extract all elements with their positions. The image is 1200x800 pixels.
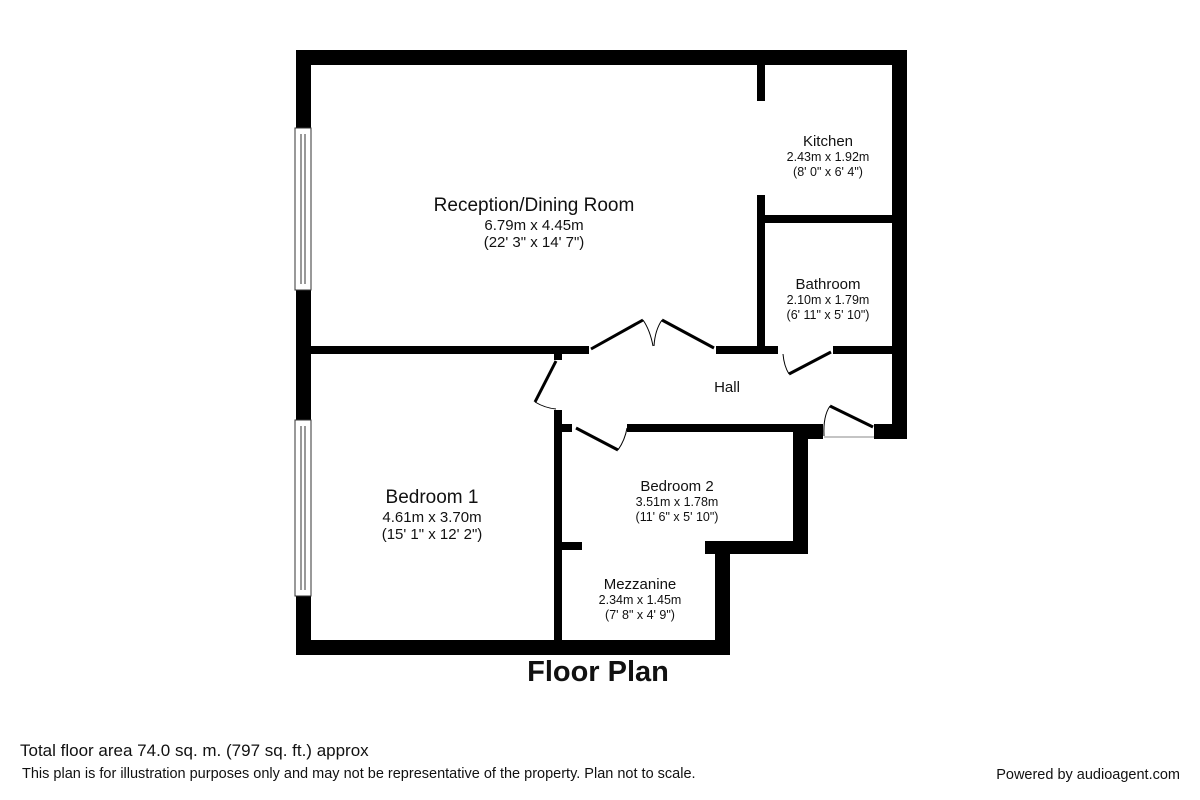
room-imperial: (22' 3" x 14' 7") — [483, 234, 585, 252]
room-imperial: (15' 1" x 12' 2") — [381, 526, 483, 544]
door-reception-right — [661, 318, 715, 350]
room-name: Hall — [714, 379, 740, 396]
wall-bedroom2-right — [793, 430, 808, 554]
wall-mezzanine-stub-left — [562, 542, 582, 550]
room-label-mezzanine: Mezzanine 2.34m x 1.45m (7' 8" x 4' 9") — [599, 576, 682, 622]
room-metric: 2.43m x 1.92m — [786, 150, 870, 165]
window-bedroom1 — [294, 419, 312, 597]
wall-bathroom-hall — [833, 346, 892, 354]
room-label-bedroom2: Bedroom 2 3.51m x 1.78m (11' 6" x 5' 10"… — [636, 478, 719, 524]
plan-title: Floor Plan — [527, 656, 669, 688]
room-label-hall: Hall — [714, 379, 740, 396]
room-label-reception: Reception/Dining Room 6.79m x 4.45m (22'… — [434, 195, 635, 251]
door-bedroom1 — [533, 360, 558, 403]
wall-hall-bottom — [627, 424, 817, 432]
wall-bedroom1-bedroom2 — [554, 410, 562, 655]
room-metric: 4.61m x 3.70m — [382, 508, 482, 526]
door-bathroom — [788, 350, 832, 376]
wall-bedroom2-bottom — [705, 541, 808, 554]
room-name: Bedroom 1 — [385, 487, 479, 508]
wall-right — [892, 50, 907, 439]
room-name: Mezzanine — [603, 576, 677, 593]
wall-mezzanine-right — [715, 548, 730, 655]
room-metric: 2.34m x 1.45m — [598, 593, 682, 608]
room-metric: 2.10m x 1.79m — [786, 293, 870, 308]
disclaimer: This plan is for illustration purposes o… — [22, 766, 696, 782]
doors — [533, 318, 874, 452]
powered-by: Powered by audioagent.com — [996, 767, 1180, 783]
wall-kitchen-stub — [757, 65, 765, 101]
room-metric: 6.79m x 4.45m — [484, 216, 584, 234]
wall-entrance-right — [874, 424, 907, 439]
wall-kitchen-bath-left — [757, 195, 765, 354]
room-imperial: (8' 0" x 6' 4") — [793, 164, 863, 179]
room-imperial: (7' 8" x 4' 9") — [605, 607, 675, 622]
wall-top — [296, 50, 907, 65]
wall-kitchen-bath — [765, 215, 892, 223]
room-name: Reception/Dining Room — [433, 195, 635, 216]
room-name: Kitchen — [802, 133, 854, 150]
door-entrance — [829, 404, 874, 429]
room-imperial: (11' 6" x 5' 10") — [635, 509, 719, 524]
room-metric: 3.51m x 1.78m — [635, 495, 719, 510]
room-label-kitchen: Kitchen 2.43m x 1.92m (8' 0" x 6' 4") — [787, 133, 870, 179]
window-reception — [294, 127, 312, 291]
door-reception-left — [590, 318, 644, 351]
room-name: Bedroom 2 — [640, 478, 714, 495]
wall-bedroom2-top-stub — [554, 424, 572, 432]
room-label-bedroom1: Bedroom 1 4.61m x 3.70m (15' 1" x 12' 2"… — [382, 487, 483, 543]
room-imperial: (6' 11" x 5' 10") — [786, 307, 870, 322]
room-label-bathroom: Bathroom 2.10m x 1.79m (6' 11" x 5' 10") — [787, 276, 870, 322]
wall-bottom — [296, 640, 730, 655]
wall-reception-hall — [716, 346, 778, 354]
door-bedroom2 — [575, 426, 619, 452]
wall-reception-bedroom1 — [311, 346, 589, 354]
room-name: Bathroom — [795, 276, 861, 293]
total-floor-area: Total floor area 74.0 sq. m. (797 sq. ft… — [20, 741, 369, 760]
wall-stub-hall — [554, 346, 562, 360]
